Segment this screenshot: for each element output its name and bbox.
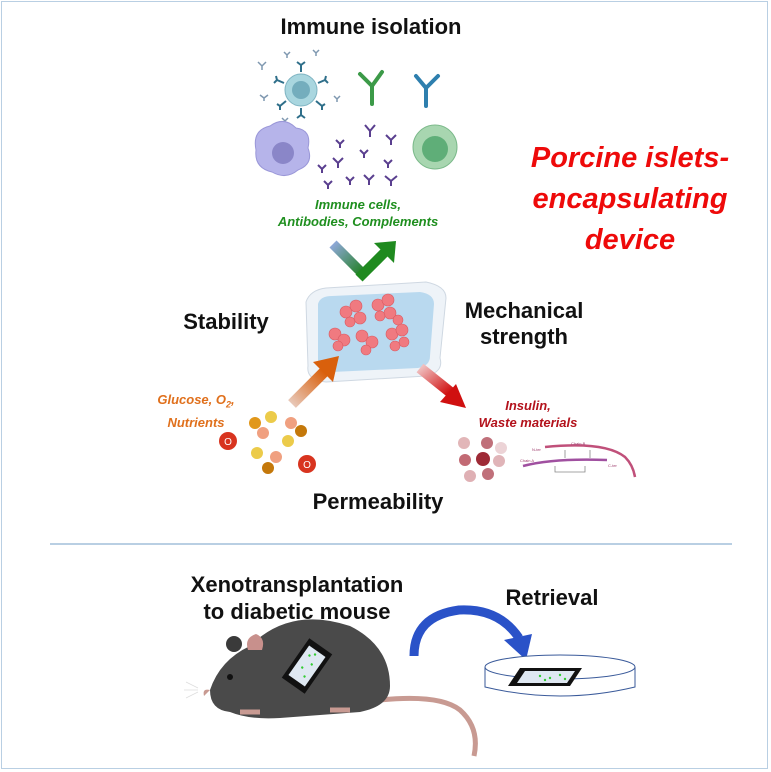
svg-text:N-ter: N-ter [532,447,542,452]
figure-title: Porcine islets- encapsulating device [531,138,729,261]
nutrients-label: Glucose, O2, Nutrients [157,391,234,431]
insulin-line2: Waste materials [478,415,578,430]
title-line1: Porcine islets- [530,142,730,174]
heading-stability: Stability [183,309,269,334]
heading-permeability: Permeability [312,489,444,514]
nutrient-influx-arrow-icon [288,356,339,408]
insulin-chain-diagram: Chain B N-ter Chain A C-ter [520,441,637,478]
mouse-icon [184,619,478,757]
immune-label: Immune cells, Antibodies, Complements [278,196,438,230]
svg-text:C-ter: C-ter [608,463,618,468]
heading-immune-isolation: Immune isolation [280,14,462,39]
antibody-icons [358,70,440,108]
xeno-line1: Xenotransplantation [190,572,404,597]
title-line2: encapsulating [532,183,728,215]
immune-label-line2: Antibodies, Complements [277,214,439,229]
immune-block-arrow-icon [329,240,396,282]
svg-text:Chain B: Chain B [571,441,586,446]
mechanical-line1: Mechanical [464,298,584,323]
svg-text:Chain A: Chain A [520,458,534,463]
nutrients-line1: Glucose, O2, [157,392,235,410]
t-cell-icon [273,61,329,119]
implanted-device-icon [281,638,333,694]
insulin-line1: Insulin, [505,398,551,413]
oxygen-label: O [303,460,311,471]
encapsulation-device-icon [305,281,447,383]
retrieval-arrow-icon [409,605,532,660]
oxygen-label: O [224,437,232,448]
heading-retrieval: Retrieval [505,585,599,610]
title-line3: device [584,224,676,256]
immune-label-line1: Immune cells, [315,197,401,212]
heading-xenotransplantation: Xenotransplantation to diabetic mouse [191,571,404,625]
petri-dish-icon [484,654,636,697]
nutrients-line2: Nutrients [167,414,225,430]
mechanical-line2: strength [479,324,568,349]
heading-mechanical-strength: Mechanical strength [465,298,584,350]
lymphocyte-icon [412,124,458,170]
insulin-label: Insulin, Waste materials [479,397,578,431]
complement-antibodies [317,124,398,189]
insulin-efflux-arrow-icon [416,363,466,408]
insulin-molecules-icon [458,437,507,482]
macrophage-icon [254,121,311,176]
nutrient-molecules-icon: O O [219,411,316,474]
xeno-line2: to diabetic mouse [203,599,391,624]
